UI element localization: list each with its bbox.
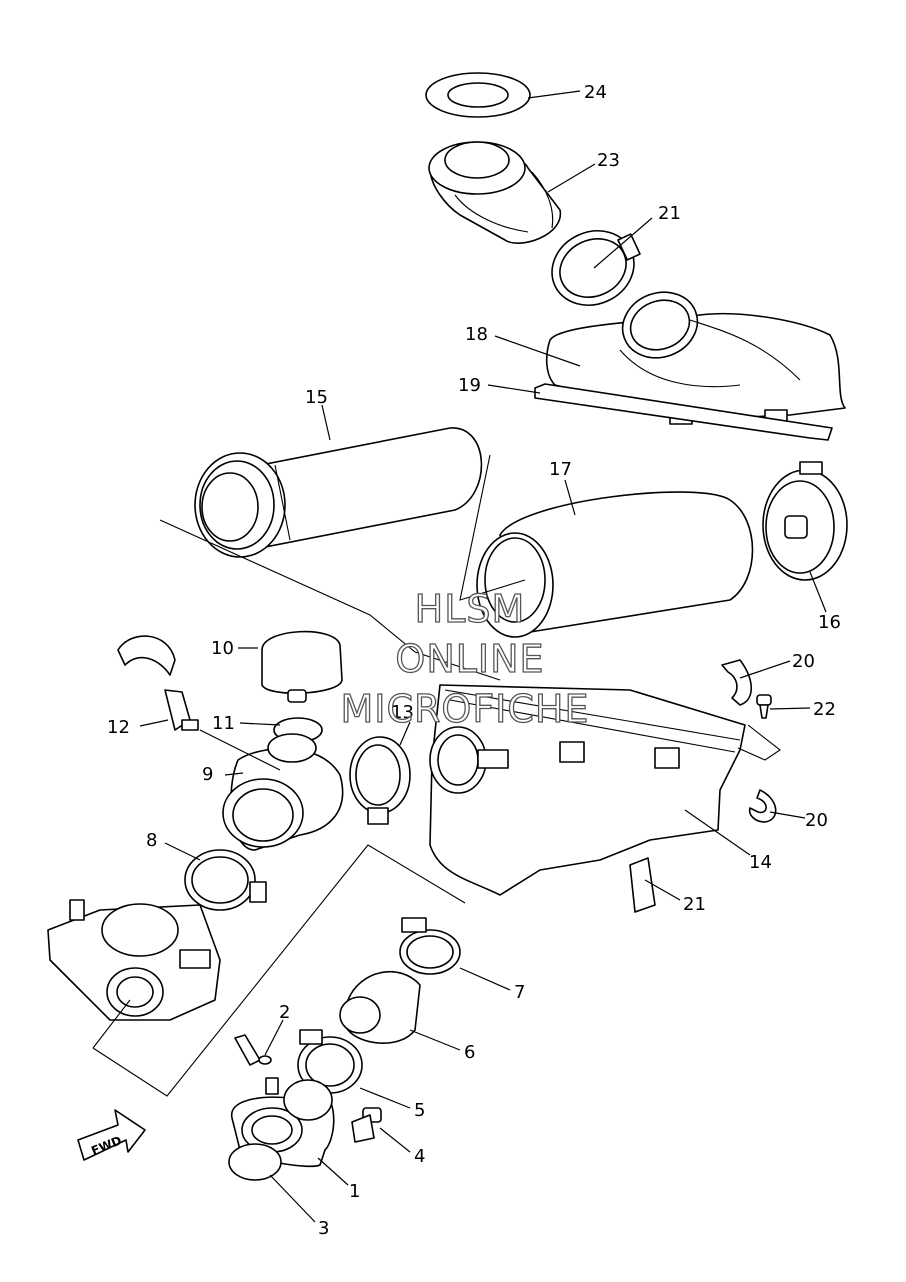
callout-3: 3 [318, 1218, 329, 1239]
part-3-o-ring [228, 1143, 282, 1181]
part-23-screw [756, 694, 772, 719]
part-14-airbox [429, 684, 781, 896]
callout-15: 15 [305, 387, 328, 408]
part-17-filter-sponge [476, 491, 754, 638]
part-5-clamp [297, 1029, 363, 1094]
callout-11: 11 [212, 713, 235, 734]
callout-24: 23 [597, 150, 620, 171]
part-15-filter-element [194, 427, 483, 558]
callout-8: 8 [146, 830, 157, 851]
part-9-intake-joint [222, 733, 344, 851]
part-21-drain-tube [629, 857, 656, 913]
carburetor-assembly [47, 899, 221, 1021]
callout-20-upper: 20 [792, 651, 815, 672]
callout-4: 4 [414, 1146, 425, 1167]
callout-23: 22 [813, 699, 836, 720]
part-7-clamp [399, 917, 461, 975]
callout-20-lower: 20 [805, 810, 828, 831]
part-2-fitting [234, 1034, 272, 1066]
assembly-line-upper [159, 519, 501, 681]
callout-12: 12 [107, 717, 130, 738]
watermark-line-2: ONLINE [395, 637, 544, 681]
callout-16: 16 [818, 612, 841, 633]
part-12-breather-hose [117, 635, 199, 731]
callout-18: 18 [465, 324, 488, 345]
part-22-band-clamp [551, 230, 641, 306]
callout-2: 2 [279, 1002, 290, 1023]
part-8-band [184, 849, 267, 911]
callout-22: 21 [658, 203, 681, 224]
callout-19: 19 [458, 375, 481, 396]
callout-1: 1 [349, 1181, 360, 1202]
callout-21: 21 [683, 894, 706, 915]
part-19-gasket [534, 383, 833, 441]
part-20-clip-upper [721, 659, 753, 706]
callout-13: 13 [391, 702, 414, 723]
part-13-joint-clamp [349, 736, 411, 825]
callout-10: 10 [211, 638, 234, 659]
leader-lines [139, 90, 827, 1223]
callout-9: 9 [202, 764, 213, 785]
part-18-airbox-cover [545, 291, 846, 425]
part-20-clip-lower [748, 789, 777, 823]
callout-6: 6 [464, 1042, 475, 1063]
assembly-line-lower [92, 844, 466, 1097]
callout-25: 24 [584, 82, 607, 103]
assembly-line-right [459, 454, 526, 601]
callout-14: 14 [749, 852, 772, 873]
callout-7: 7 [514, 982, 525, 1003]
watermark-line-1: HLSM [415, 587, 526, 631]
part-25-ring [425, 72, 531, 118]
part-24-intake-duct [428, 141, 561, 244]
fwd-arrow-icon: FWD [77, 1109, 146, 1161]
watermark-line-3: MICROFICHE [340, 687, 589, 731]
watermark: HLSM ONLINE MICROFICHE [340, 586, 589, 731]
part-6-joint [339, 970, 421, 1044]
part-16-end-cap [762, 461, 848, 581]
part-10-breather-cap [261, 630, 343, 703]
callout-5: 5 [414, 1100, 425, 1121]
callout-17: 17 [549, 459, 572, 480]
assembly-line-carb [92, 999, 131, 1049]
part-4-bolt [351, 1107, 382, 1143]
